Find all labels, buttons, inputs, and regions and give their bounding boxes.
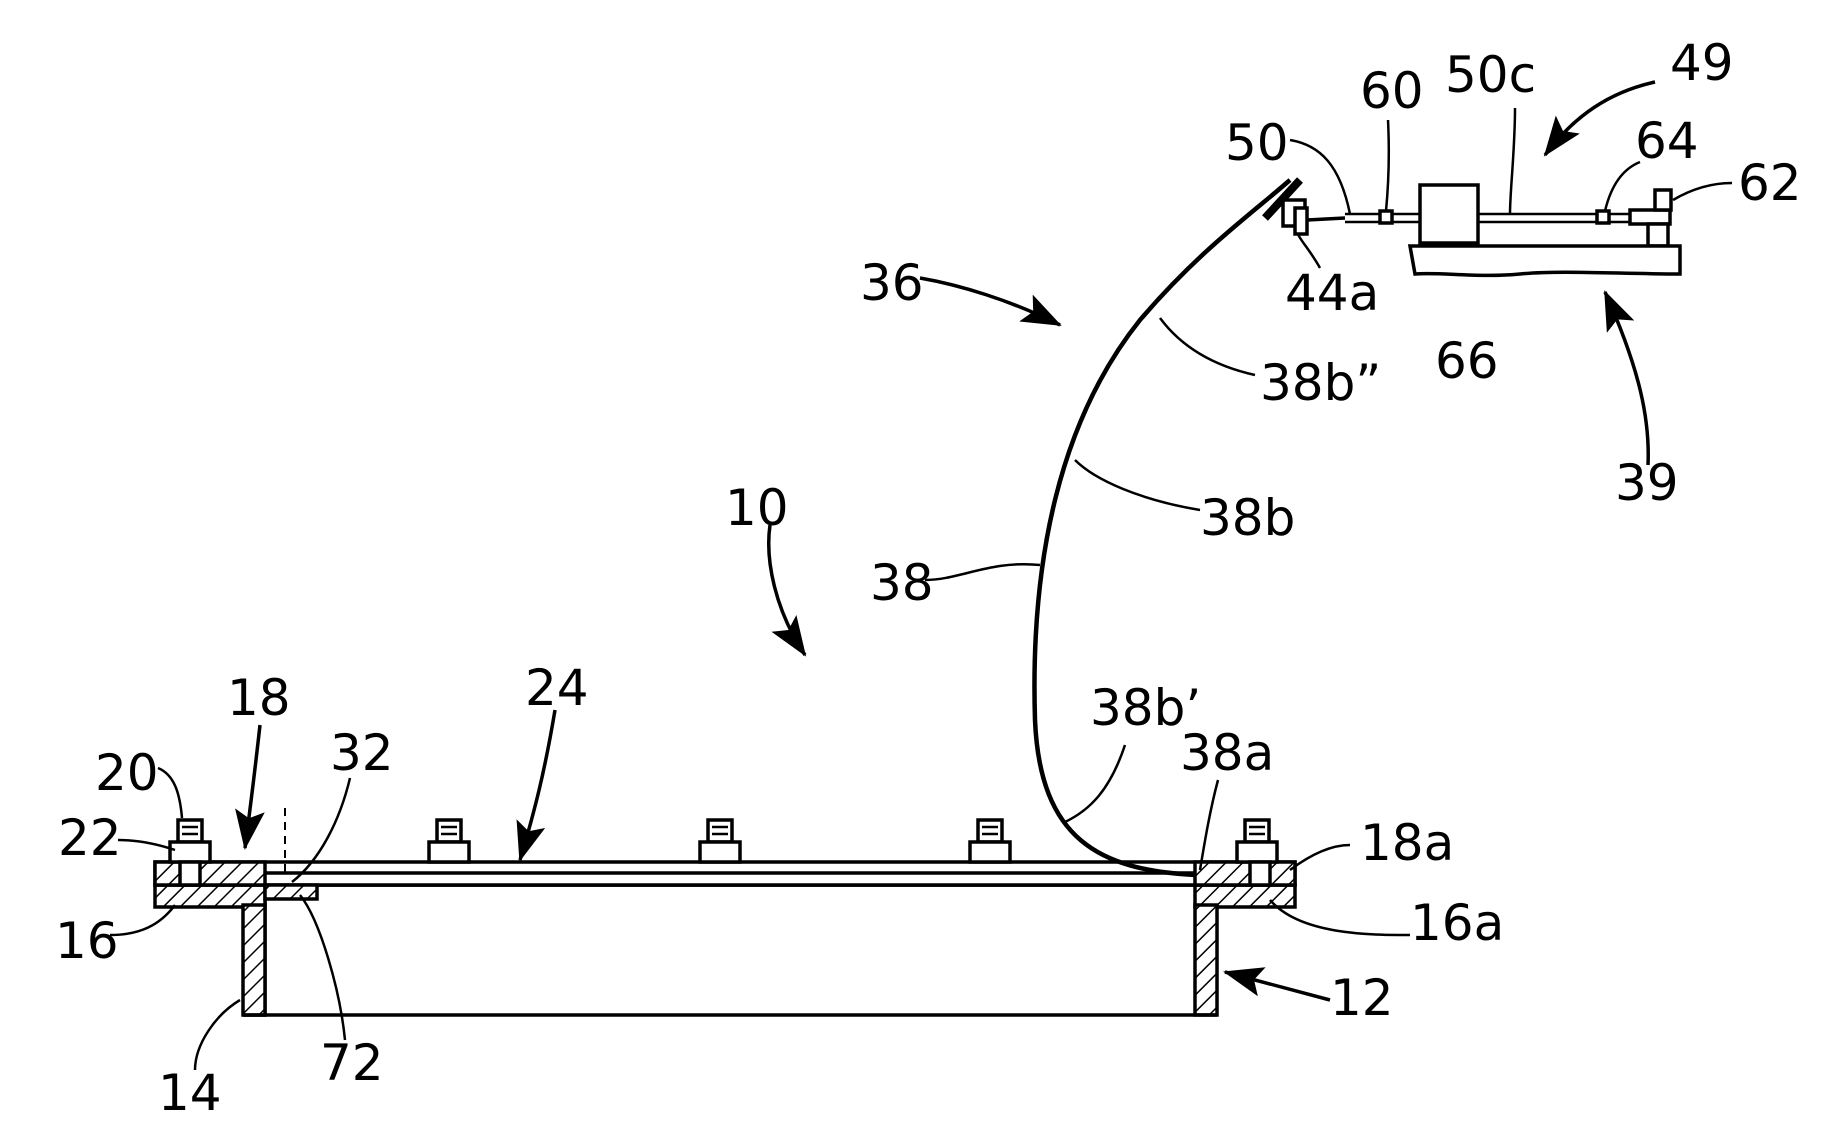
label-64: 64 bbox=[1635, 112, 1699, 170]
label-38: 38 bbox=[870, 554, 934, 612]
label-38b-double-prime: 38b” bbox=[1260, 354, 1381, 412]
label-62: 62 bbox=[1738, 154, 1802, 212]
cable-end-fitting bbox=[1265, 180, 1345, 234]
label-66: 66 bbox=[1435, 332, 1499, 390]
label-36: 36 bbox=[860, 254, 924, 312]
label-12: 12 bbox=[1330, 969, 1394, 1027]
label-10: 10 bbox=[725, 479, 789, 537]
label-44a: 44a bbox=[1285, 264, 1379, 322]
label-72: 72 bbox=[320, 1034, 384, 1092]
label-49: 49 bbox=[1670, 34, 1734, 92]
label-50c: 50c bbox=[1445, 46, 1536, 104]
label-38b: 38b bbox=[1200, 489, 1295, 547]
label-18: 18 bbox=[227, 669, 291, 727]
label-50: 50 bbox=[1225, 114, 1289, 172]
label-60: 60 bbox=[1360, 62, 1424, 120]
label-16: 16 bbox=[55, 912, 119, 970]
label-22: 22 bbox=[58, 809, 122, 867]
label-38b-prime: 38b’ bbox=[1090, 679, 1201, 737]
label-39: 39 bbox=[1615, 454, 1679, 512]
label-20: 20 bbox=[95, 744, 159, 802]
reference-numerals: 10 12 14 16 16a 18 18a 20 22 24 32 36 38… bbox=[55, 34, 1802, 1122]
label-32: 32 bbox=[330, 724, 394, 782]
label-16a: 16a bbox=[1410, 894, 1504, 952]
actuator-assembly bbox=[1345, 185, 1680, 275]
label-14: 14 bbox=[158, 1064, 222, 1122]
label-18a: 18a bbox=[1360, 814, 1454, 872]
label-24: 24 bbox=[525, 659, 589, 717]
